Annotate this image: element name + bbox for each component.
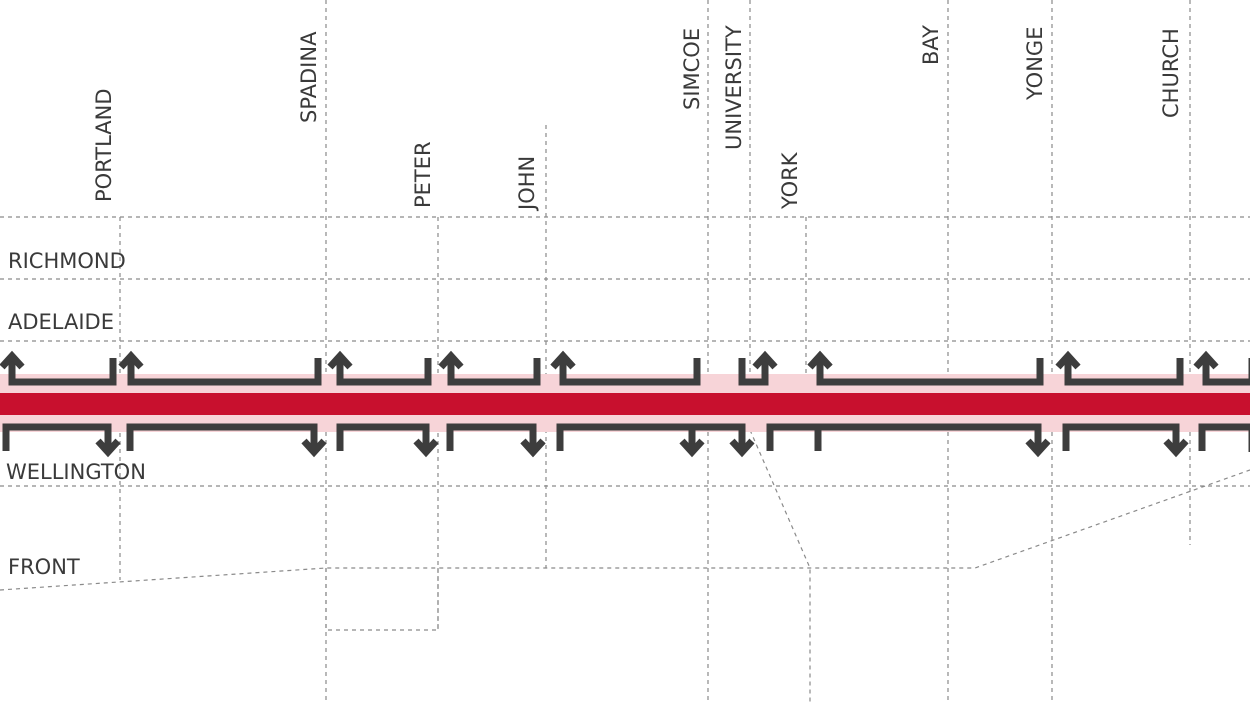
arrow-down-icon xyxy=(520,438,546,458)
turn-right-arrow xyxy=(336,423,430,452)
turn-left-arrow xyxy=(8,356,117,386)
arrow-up-icon xyxy=(807,350,833,370)
arrow-down-icon xyxy=(413,438,439,458)
arrow-up-icon xyxy=(327,350,353,370)
portland-street-label: PORTLAND xyxy=(92,88,116,202)
arrow-down-icon xyxy=(1025,438,1051,458)
church-street-label: CHURCH xyxy=(1159,28,1183,118)
arrow-up-icon xyxy=(438,350,464,370)
richmond-street-label: RICHMOND xyxy=(8,249,126,273)
arrow-down-icon xyxy=(95,438,121,458)
turn-right-arrow xyxy=(556,423,696,452)
spadina-street-label: SPADINA xyxy=(297,31,321,123)
arrow-up-icon xyxy=(752,350,778,370)
john-street-label: JOHN xyxy=(515,155,539,210)
arrow-down-icon xyxy=(679,438,705,458)
arrow-down-icon xyxy=(729,438,755,458)
arrow-down-icon xyxy=(1163,438,1189,458)
front-street-line xyxy=(0,469,1250,591)
turn-left-arrow xyxy=(127,356,322,386)
peter-street-label: PETER xyxy=(411,141,435,208)
turn-right-arrow xyxy=(126,423,318,452)
adelaide-street-label: ADELAIDE xyxy=(8,310,114,334)
arrow-up-icon xyxy=(1055,350,1081,370)
turn-right-arrow xyxy=(2,423,112,452)
university-street-label: UNIVERSITY xyxy=(722,25,746,150)
arrow-up-icon xyxy=(550,350,576,370)
peter-south-block xyxy=(325,568,439,631)
front-street-label: FRONT xyxy=(8,555,80,579)
turn-right-arrow xyxy=(766,423,1042,452)
turn-left-arrow xyxy=(1202,356,1250,386)
turn-left-arrow xyxy=(1064,356,1184,386)
university-york-diagonal xyxy=(749,429,811,703)
turn-left-arrow xyxy=(738,356,769,386)
turn-right-arrow xyxy=(1062,423,1180,452)
bay-street-label: BAY xyxy=(919,25,943,65)
york-street-label: YORK xyxy=(778,152,802,209)
yonge-street-label: YONGE xyxy=(1023,26,1047,100)
arrow-up-icon xyxy=(118,350,144,370)
simcoe-street-label: SIMCOE xyxy=(680,27,704,110)
arrow-down-icon xyxy=(301,438,327,458)
turn-left-arrow xyxy=(336,356,432,386)
turn-right-arrow xyxy=(1198,423,1250,452)
turn-left-arrow xyxy=(447,356,541,386)
arrow-up-icon xyxy=(0,350,25,370)
wellington-street-label: WELLINGTON xyxy=(6,460,146,484)
transit-corridor xyxy=(0,393,1250,415)
turn-right-arrow xyxy=(692,423,746,452)
arrow-up-icon xyxy=(1193,350,1219,370)
